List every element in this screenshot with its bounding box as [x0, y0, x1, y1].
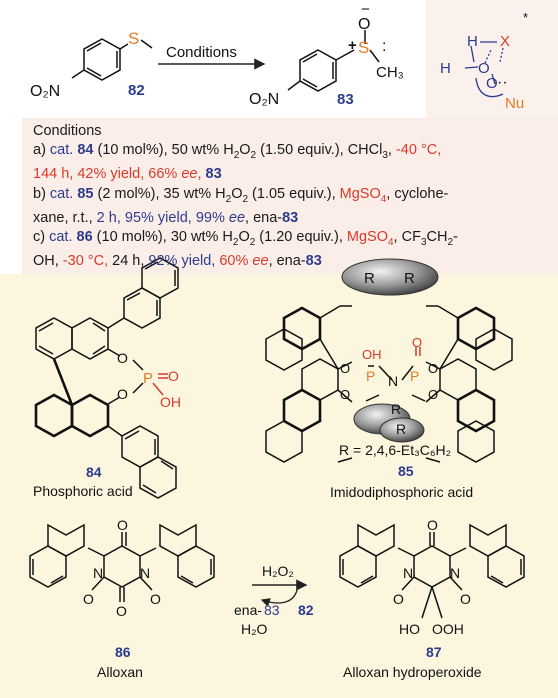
cat84-o2: O	[117, 386, 128, 402]
cycle-h2o2: H₂O₂	[262, 563, 294, 579]
alloxan-n2: N	[140, 565, 150, 581]
conditions-panel	[22, 118, 558, 274]
cat84-name: Phosphoric acid	[33, 483, 133, 499]
cat84-o1: O	[117, 350, 128, 366]
cat85-o2: O	[428, 361, 438, 376]
condition-b: b) cat. 85 (2 mol%), 35 wt% H2O2 (1.05 e…	[33, 185, 449, 205]
condition-a: a) cat. 84 (10 mol%), 50 wt% H2O2 (1.50 …	[33, 142, 442, 162]
cat85-r4: R	[396, 421, 406, 437]
oxygen-minus: −	[361, 1, 370, 18]
hp-ho: HO	[399, 621, 420, 637]
nitro-label: O₂N	[30, 83, 60, 100]
ts-h-top: H	[467, 33, 478, 50]
cat85-r-definition: R = 2,4,6-Et₃C₆H₂	[339, 442, 451, 458]
cat85-o-dbl: O	[412, 335, 422, 350]
hp-n2: N	[450, 565, 460, 581]
alloxan-o-bottom: O	[116, 603, 127, 619]
transition-state	[464, 41, 504, 98]
hp-name: Alloxan hydroperoxide	[343, 664, 482, 680]
alloxan-o-right: O	[150, 591, 161, 607]
ts-panel	[426, 0, 558, 120]
cat84-oh: OH	[160, 394, 181, 410]
ts-lone-pair: ··	[497, 74, 508, 91]
hp-o-top: O	[427, 517, 438, 533]
ts-star: *	[523, 10, 528, 25]
condition-c: c) cat. 86 (10 mol%), 30 wt% H2O2 (1.20 …	[33, 229, 458, 249]
cat84-number: 84	[86, 464, 102, 480]
r-group-top	[341, 258, 439, 296]
methyl-label: CH₃	[376, 64, 404, 81]
cat85-oh: OH	[362, 347, 382, 362]
catalyst-84-structure	[34, 257, 179, 499]
sulfur-label: S	[128, 29, 139, 48]
condition-c-line2: OH, -30 °C, 24 h, 92% yield, 60% ee, ena…	[33, 253, 322, 270]
cat84-o3: O	[168, 368, 179, 384]
ts-o2: O	[486, 75, 498, 92]
ts-h-left: H	[440, 60, 451, 77]
alloxan-o-top: O	[117, 517, 128, 533]
cat85-r3: R	[391, 401, 401, 417]
cat84-p: P	[143, 370, 153, 387]
hp-ooh: OOH	[432, 621, 464, 637]
alloxan-number: 86	[115, 644, 131, 660]
cat85-n: N	[388, 373, 398, 389]
cycle-ena: ena-	[234, 602, 262, 618]
compound-82-label: 82	[128, 82, 145, 99]
cat85-r2: R	[404, 270, 415, 287]
hp-o-right: O	[460, 591, 471, 607]
alloxan-86-structure	[29, 523, 215, 602]
arrow-conditions-label: Conditions	[166, 44, 237, 61]
lone-pair: :	[382, 38, 386, 55]
cat85-o4: O	[428, 387, 438, 402]
substrate-82	[71, 38, 153, 81]
conditions-block: Conditions a) cat. 84 (10 mol%), 50 wt% …	[33, 122, 548, 272]
curved-arrow	[260, 584, 299, 607]
compound-83-label: 83	[337, 91, 354, 108]
r-group-bottom-2	[379, 417, 425, 443]
catalyst-85-structure	[265, 305, 513, 463]
hp-number: 87	[426, 644, 442, 660]
hydroperoxide-87-structure	[339, 523, 525, 619]
product-nitro-label: O₂N	[249, 91, 279, 108]
cat85-r1: R	[364, 270, 375, 287]
product-83	[287, 30, 380, 92]
ts-o1: O	[478, 60, 490, 77]
conditions-header: Conditions	[33, 123, 102, 139]
alloxan-o-left: O	[83, 591, 94, 607]
product-oxygen: O	[358, 16, 370, 33]
sulfur-plus: +	[348, 37, 357, 54]
cat85-name: Imidodiphosphoric acid	[330, 484, 473, 500]
catalyst-panel	[0, 274, 558, 698]
cat85-p2: P	[410, 368, 419, 384]
cat85-o3: O	[340, 387, 350, 402]
ts-x: X	[500, 33, 510, 50]
cycle-substrate-82: 82	[298, 602, 314, 618]
condition-a-line2: 144 h, 42% yield, 66% ee, 83	[33, 166, 222, 183]
hp-o-left: O	[393, 591, 404, 607]
condition-b-line2: xane, r.t., 2 h, 95% yield, 99% ee, ena-…	[33, 209, 299, 226]
ts-nu: Nu	[505, 95, 524, 112]
cycle-ena-83: 83	[264, 602, 280, 618]
cat85-o1: O	[340, 361, 350, 376]
alloxan-name: Alloxan	[97, 664, 143, 680]
cat85-p1: P	[366, 368, 375, 384]
product-sulfur: S	[358, 38, 369, 57]
cycle-h2o: H₂O	[241, 621, 268, 637]
cat85-number: 85	[398, 463, 414, 479]
hp-n1: N	[403, 565, 413, 581]
alloxan-n1: N	[93, 565, 103, 581]
